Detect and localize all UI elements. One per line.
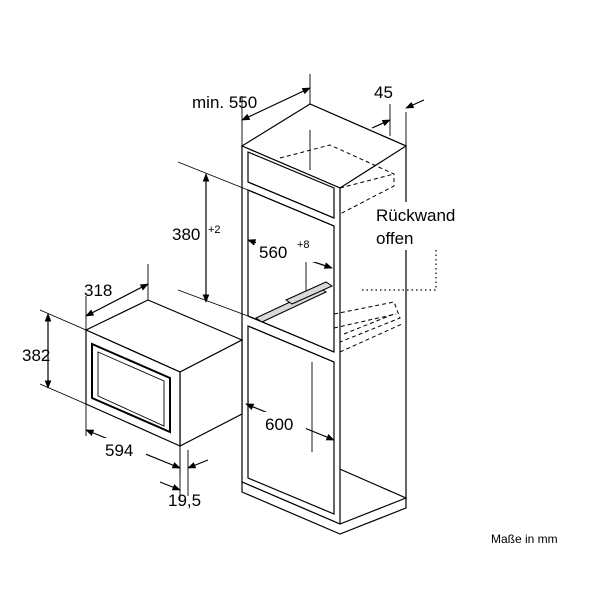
dim-min-width-label: min. 550 [192, 93, 257, 112]
dim-device-height-label: 382 [22, 346, 50, 365]
dim-niche-height: 380 +2 [172, 161, 249, 317]
dim-device-depth: 318 [84, 264, 149, 330]
back-wall-label: Rückwand [376, 206, 455, 225]
back-wall-note: Rückwand offen [372, 202, 492, 250]
dim-cabinet-depth: 600 [245, 403, 335, 441]
units-note: Maße in mm [491, 532, 558, 546]
dim-panel-thickness: 45 [371, 83, 425, 146]
dim-niche-width-label: 560 [259, 243, 287, 262]
built-in-device [84, 299, 244, 447]
dim-cabinet-depth-label: 600 [265, 415, 293, 434]
back-wall-leader [362, 247, 437, 291]
dim-device-height: 382 [22, 309, 87, 405]
back-wall-label-2: offen [376, 229, 414, 248]
cabinet-plinth [241, 481, 407, 535]
cabinet-front [241, 145, 341, 525]
dim-niche-width: 560 +8 [247, 238, 333, 269]
dim-device-width: 594 [85, 404, 181, 474]
dim-device-width-label: 594 [105, 441, 133, 460]
dim-niche-height-tolerance: +2 [208, 224, 221, 236]
tall-cabinet [240, 103, 437, 535]
dim-niche-width-tolerance: +8 [297, 239, 310, 251]
dim-front-offset: 19,5 [159, 446, 209, 510]
dim-panel-thickness-label: 45 [374, 83, 393, 102]
dim-min-width: min. 550 [192, 74, 311, 146]
dim-front-offset-label: 19,5 [168, 491, 201, 510]
dim-device-depth-label: 318 [84, 281, 112, 300]
dim-niche-height-label: 380 [172, 225, 200, 244]
